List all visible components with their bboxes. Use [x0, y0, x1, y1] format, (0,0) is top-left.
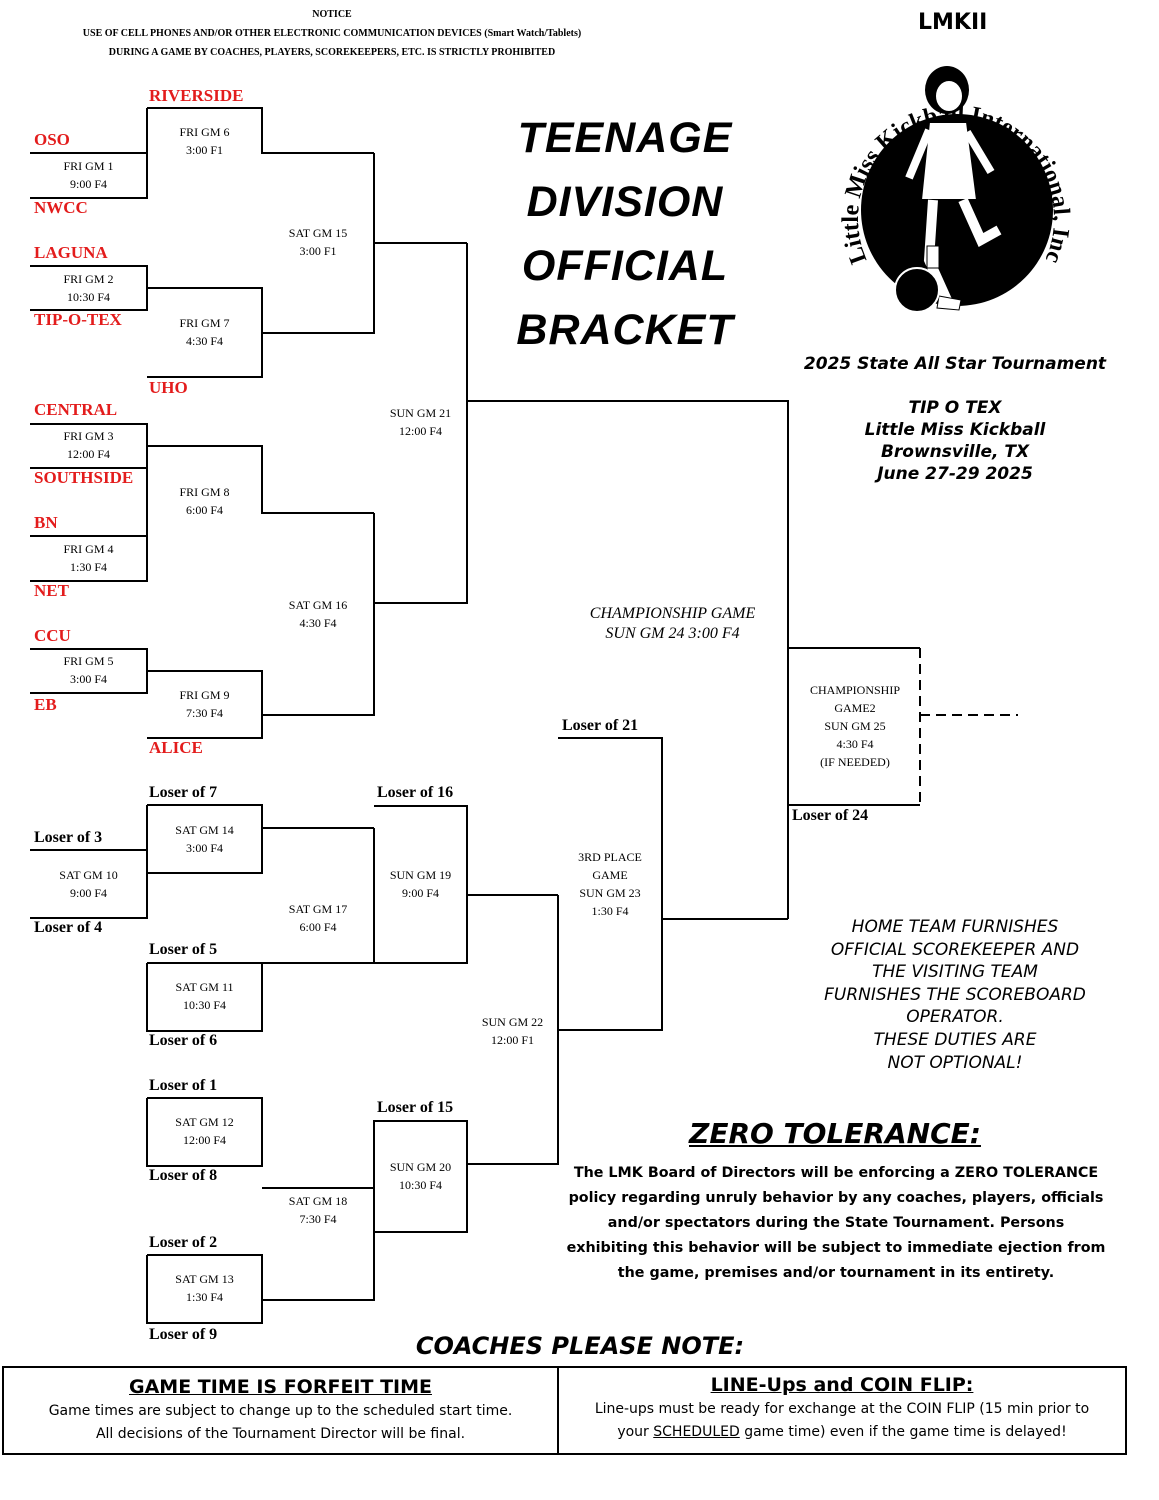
title-line: DIVISION [526, 178, 724, 226]
lineup-line: Line-ups must be ready for exchange at t… [594, 1401, 1090, 1417]
forfeit-line: Game times are subject to change up to t… [48, 1403, 513, 1419]
lineup-line: your SCHEDULED game time) even if the ga… [617, 1424, 1067, 1440]
tournament-city: Brownsville, TX [880, 442, 1030, 462]
notice: NOTICE USE OF CELL PHONES AND/OR OTHER E… [30, 5, 634, 62]
team-label: BN [34, 513, 58, 532]
loser-label: Loser of 9 [149, 1326, 218, 1343]
loser-label: Loser of 2 [149, 1234, 218, 1251]
team-label: NET [34, 581, 69, 600]
loser-label: Loser of 3 [34, 829, 103, 846]
loser-label: Loser of 7 [149, 784, 218, 801]
team-label: TIP-O-TEX [34, 310, 122, 329]
loser-label: Loser of 16 [377, 784, 454, 801]
forfeit-title: GAME TIME IS FORFEIT TIME [129, 1376, 432, 1398]
title-line: OFFICIAL [521, 242, 729, 290]
loser-label: Loser of 5 [149, 941, 218, 958]
tournament-info: TIP O TEX Little Miss Kickball Brownsvil… [800, 397, 1110, 485]
kickball-girl-logo-icon: Little Miss Kickball International, Inc. [826, 40, 1075, 326]
forfeit-line: All decisions of the Tournament Director… [95, 1426, 466, 1442]
notice-line: USE OF CELL PHONES AND/OR OTHER ELECTRON… [82, 28, 582, 39]
team-label: CCU [34, 626, 71, 645]
tournament-host: TIP O TEX [908, 398, 1002, 418]
team-label: LAGUNA [34, 243, 108, 262]
loser-label: Loser of 24 [792, 807, 869, 824]
team-label: OSO [34, 130, 70, 149]
team-label: EB [34, 695, 57, 714]
loser-label: Loser of 1 [149, 1077, 218, 1094]
lineup-title: LINE-Ups and COIN FLIP: [710, 1374, 974, 1396]
championship-game-label: CHAMPIONSHIP GAME SUN GM 24 3:00 F4 [589, 605, 756, 642]
loser-label: Loser of 8 [149, 1167, 218, 1184]
team-label: UHO [149, 378, 188, 397]
home-team-note: HOME TEAM FURNISHES OFFICIAL SCOREKEEPER… [824, 917, 1086, 1073]
notice-title: NOTICE [312, 9, 352, 20]
team-label: CENTRAL [34, 400, 118, 419]
team-label: SOUTHSIDE [34, 468, 134, 487]
loser-label: Loser of 4 [34, 919, 103, 936]
zero-tolerance-body: The LMK Board of Directors will be enfor… [566, 1165, 1106, 1281]
team-label: NWCC [34, 198, 88, 217]
tournament-org: Little Miss Kickball [864, 420, 1046, 440]
loser-label: Loser of 6 [149, 1032, 218, 1049]
tournament-name: 2025 State All Star Tournament [803, 354, 1107, 374]
loser-label: Loser of 15 [377, 1099, 454, 1116]
forfeit-box: GAME TIME IS FORFEIT TIME Game times are… [2, 1366, 559, 1455]
tournament-dates: June 27-29 2025 [877, 464, 1033, 484]
team-label: RIVERSIDE [149, 86, 244, 105]
zero-tolerance-title: ZERO TOLERANCE: [689, 1117, 981, 1150]
title-line: TEENAGE [517, 114, 733, 162]
title-line: BRACKET [516, 306, 734, 354]
coaches-note-heading: COACHES PLEASE NOTE: [415, 1332, 745, 1360]
loser-label: Loser of 21 [562, 717, 639, 734]
notice-line: DURING A GAME BY COACHES, PLAYERS, SCORE… [108, 47, 556, 58]
team-label: ALICE [149, 738, 203, 757]
bracket-title: TEENAGE DIVISION OFFICIAL BRACKET [500, 114, 750, 370]
lineup-box: LINE-Ups and COIN FLIP: Line-ups must be… [557, 1366, 1127, 1455]
org-code: LMKII [918, 10, 988, 35]
